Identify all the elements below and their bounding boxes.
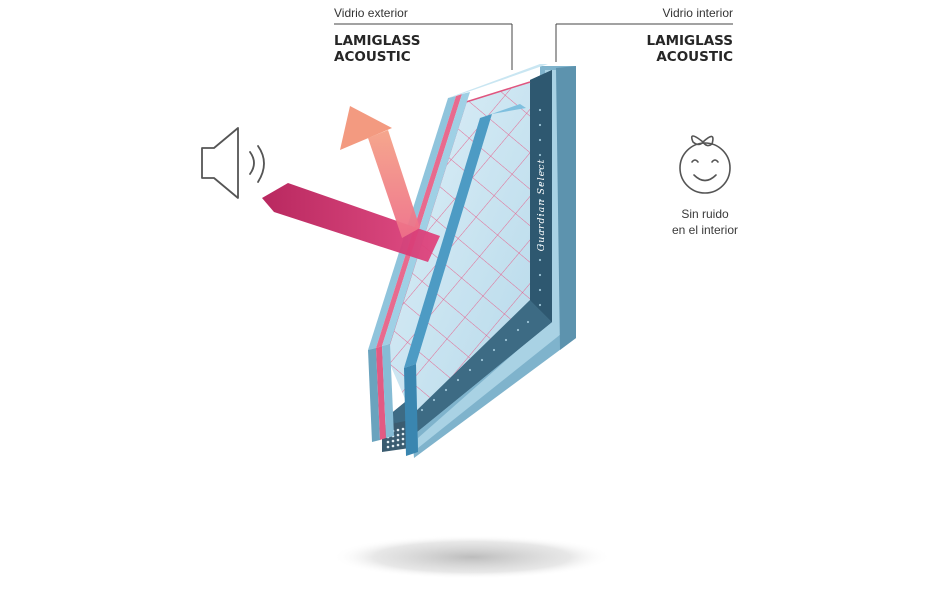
exterior-product-line1: LAMIGLASS [334,33,420,49]
result-note-line2: en el interior [672,223,738,237]
spacer-frame [382,70,552,452]
reflected-sound-arrow [340,106,420,238]
interior-caption: Vidrio interior [663,6,733,20]
exterior-product-line2: ACOUSTIC [334,49,411,65]
smiling-baby-icon [679,135,731,194]
exterior-caption: Vidrio exterior [334,6,408,20]
floor-shadow [332,535,612,579]
spacer-brand-text: Guardian Select [536,159,547,252]
inner-glass-edge [404,104,526,456]
interior-glass-pane [412,66,576,458]
interior-product-line1: LAMIGLASS [647,33,733,49]
interior-product-line2: ACOUSTIC [656,49,733,65]
result-note-line1: Sin ruido [681,207,729,221]
speaker-icon [201,127,265,199]
incoming-sound-arrow [262,183,440,262]
